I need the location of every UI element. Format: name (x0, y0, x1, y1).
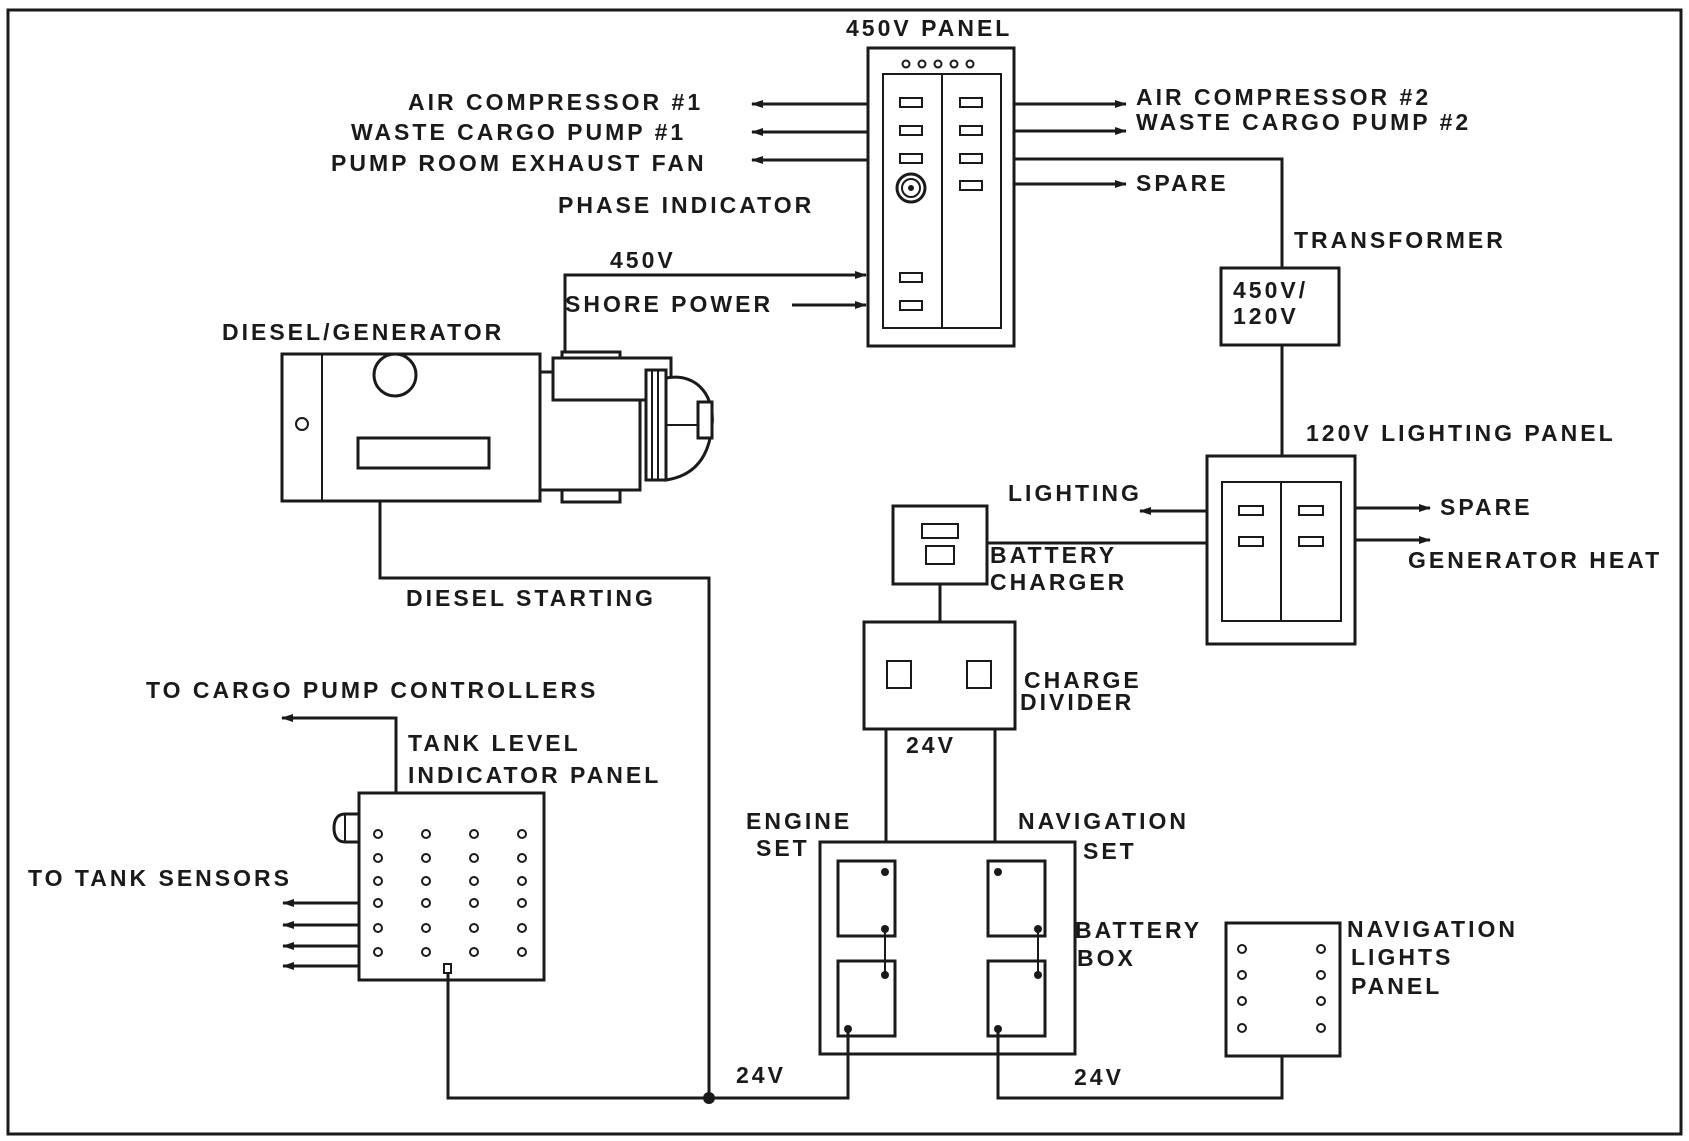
engine-set-24v-line (709, 1029, 850, 1100)
phase-indicator-icon (895, 172, 927, 204)
tank-level-indicator-panel (332, 791, 546, 982)
panel-450v-label: 450V PANEL (846, 15, 1012, 41)
navigation-set-24v-line (996, 1029, 1284, 1100)
engine-set-label-1: ENGINE (746, 808, 852, 834)
navigation-set-label-1: NAVIGATION (1018, 808, 1189, 834)
spare-450-label: SPARE (1136, 170, 1229, 196)
tank-panel-24v-line (446, 973, 709, 1100)
spare-120-label: SPARE (1440, 494, 1533, 520)
lighting-panel-120v (1205, 454, 1357, 646)
diesel-starting-line (378, 501, 711, 1098)
battery-box-label-1: BATTERY (1075, 917, 1202, 943)
charge-divider-label-2: DIVIDER (1020, 689, 1134, 715)
tank-level-label-2: INDICATOR PANEL (408, 762, 661, 788)
transformer-rating-line1: 450V/ (1233, 277, 1308, 303)
navigation-lights-label-3: PANEL (1351, 973, 1442, 999)
transformer-label: TRANSFORMER (1294, 227, 1506, 253)
junction-dot (703, 1092, 715, 1104)
transformer-feed-line (1014, 157, 1284, 268)
waste-cargo-pump-2-label: WASTE CARGO PUMP #2 (1136, 109, 1471, 135)
navigation-set-label-2: SET (1083, 838, 1137, 864)
v24-divider-label: 24V (906, 732, 956, 758)
lighting-panel-120v-label: 120V LIGHTING PANEL (1306, 420, 1616, 446)
to-cargo-pump-controllers-line (281, 714, 398, 793)
transformer-rating-line2: 120V (1233, 303, 1299, 329)
waste-cargo-pump-1-label: WASTE CARGO PUMP #1 (351, 119, 686, 145)
battery-charger-label-2: CHARGER (990, 569, 1127, 595)
shore-power-label: SHORE POWER (565, 291, 773, 317)
battery-box (818, 840, 1077, 1056)
to-tank-sensors-label: TO TANK SENSORS (28, 865, 292, 891)
charge-divider-label-1: CHARGE (1024, 667, 1142, 693)
battery-box-label-2: BOX (1077, 945, 1136, 971)
panel-450v (866, 46, 1016, 348)
to-cargo-pump-controllers-label: TO CARGO PUMP CONTROLLERS (146, 677, 598, 703)
navigation-lights-label-1: NAVIGATION (1347, 916, 1518, 942)
v24-bottom-left-label: 24V (736, 1062, 786, 1088)
lighting-label: LIGHTING (1008, 480, 1142, 506)
transformer-box (1219, 266, 1341, 347)
tank-level-label-1: TANK LEVEL (408, 730, 581, 756)
tank-sensor-lines (282, 899, 359, 970)
air-compressor-2-label: AIR COMPRESSOR #2 (1136, 84, 1431, 110)
phase-indicator-label: PHASE INDICATOR (558, 192, 814, 218)
diesel-starting-label: DIESEL STARTING (406, 585, 656, 611)
generator-heat-label: GENERATOR HEAT (1408, 547, 1662, 573)
v450-label: 450V (610, 247, 676, 273)
generator-450v-line (563, 271, 867, 352)
air-compressor-1-label: AIR COMPRESSOR #1 (408, 89, 703, 115)
diesel-generator-label: DIESEL/GENERATOR (222, 319, 504, 345)
charge-divider (862, 620, 1017, 731)
pump-room-exhaust-fan-label: PUMP ROOM EXHAUST FAN (331, 150, 707, 176)
engine-set-label-2: SET (756, 835, 810, 861)
v24-bottom-right-label: 24V (1074, 1064, 1124, 1090)
diagram-border (6, 8, 1683, 1136)
battery-charger-label-1: BATTERY (990, 542, 1117, 568)
navigation-lights-label-2: LIGHTS (1351, 944, 1453, 970)
navigation-lights-panel (1224, 921, 1342, 1058)
diesel-generator-unit (280, 350, 714, 504)
battery-charger (891, 504, 989, 586)
